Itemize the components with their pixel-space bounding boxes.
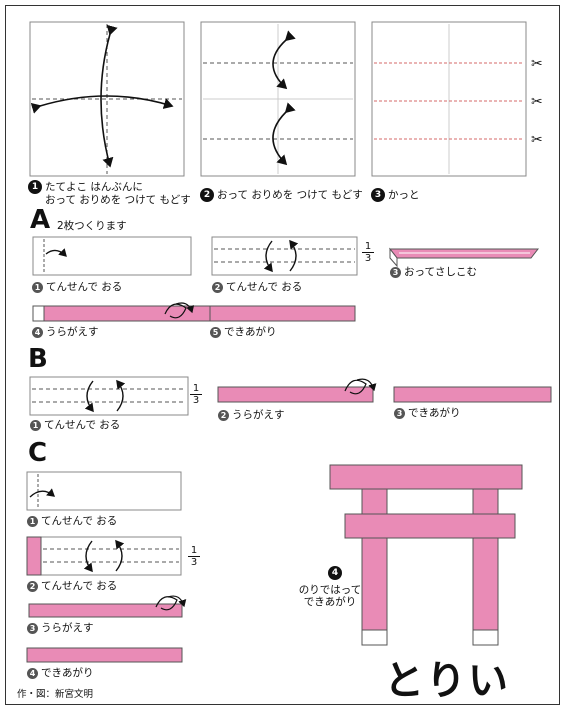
page-frame	[5, 5, 560, 705]
step1-line1: たてよこ はんぶんに	[45, 181, 143, 193]
a2-frac-bottom: 3	[362, 252, 374, 264]
a1-text: てんせんで おる	[46, 281, 123, 293]
step1-line2: おって おりめを つけて もどす	[45, 194, 191, 206]
a5-text: できあがり	[224, 326, 277, 338]
a1-strip	[32, 236, 192, 276]
page-title: とりい	[384, 658, 510, 704]
finish-line1: のりではって	[298, 584, 362, 596]
a2-number: 2	[212, 281, 223, 293]
a4-text: うらがえす	[46, 326, 99, 338]
c3-strip	[28, 595, 187, 618]
a5-number: 5	[210, 326, 221, 338]
c2-text: てんせんで おる	[41, 580, 118, 592]
step2-number: 2	[200, 188, 214, 202]
step3-text: かっと	[388, 189, 420, 201]
svg-text:✂: ✂	[531, 56, 543, 72]
a3-number: 3	[390, 266, 401, 278]
b3-text: できあがり	[408, 407, 461, 419]
c4-strip	[26, 647, 183, 663]
c1-text: てんせんで おる	[41, 515, 118, 527]
a1-number: 1	[32, 281, 43, 293]
finish-number: 4	[328, 566, 342, 580]
credit: 作・図：新宮文明	[17, 689, 94, 700]
step1-square	[29, 21, 185, 177]
section-b-letter: B	[28, 344, 48, 374]
b2-number: 2	[218, 409, 229, 421]
c2-strip	[26, 536, 182, 576]
torii-illustration	[329, 464, 523, 646]
b2-strip	[217, 378, 377, 403]
step3-square: ✂ ✂ ✂	[371, 21, 543, 177]
a3-strip	[388, 247, 540, 268]
b3-strip	[393, 386, 552, 403]
scissors-icon: ✂ ✂ ✂	[531, 56, 543, 148]
a2-frac-top: 1	[364, 241, 372, 252]
step2-square	[200, 21, 356, 177]
b1-strip	[29, 376, 189, 416]
c1-number: 1	[27, 515, 38, 527]
b1-frac-bottom: 3	[190, 394, 202, 406]
a5-strip	[209, 305, 356, 322]
section-a-note: 2枚つくります	[57, 220, 127, 232]
c3-text: うらがえす	[41, 622, 94, 634]
b1-number: 1	[30, 419, 41, 431]
c4-number: 4	[27, 667, 38, 679]
c2-frac-bottom: 3	[188, 556, 200, 568]
c4-text: できあがり	[41, 667, 94, 679]
b1-frac-top: 1	[192, 383, 200, 394]
a2-text: てんせんで おる	[226, 281, 303, 293]
section-c-letter: C	[28, 438, 48, 468]
finish-line2: できあがり	[303, 596, 357, 608]
c3-number: 3	[27, 622, 38, 634]
a4-number: 4	[32, 326, 43, 338]
b3-number: 3	[394, 407, 405, 419]
finish-number-wrap: 4	[328, 566, 345, 580]
b2-text: うらがえす	[232, 409, 285, 421]
c2-frac-top: 1	[190, 545, 198, 556]
c1-strip	[26, 471, 182, 511]
a2-strip	[211, 236, 358, 276]
a3-text: おってさしこむ	[404, 266, 477, 278]
step3-number: 3	[371, 188, 385, 202]
svg-text:✂: ✂	[531, 132, 543, 148]
step2-text: おって おりめを つけて もどす	[217, 189, 363, 201]
c2-number: 2	[27, 580, 38, 592]
b1-text: てんせんで おる	[44, 419, 121, 431]
finish-caption: のりではって できあがり	[290, 584, 370, 608]
section-a-letter: A	[30, 205, 51, 235]
svg-text:✂: ✂	[531, 94, 543, 110]
step1-number: 1	[28, 180, 42, 194]
